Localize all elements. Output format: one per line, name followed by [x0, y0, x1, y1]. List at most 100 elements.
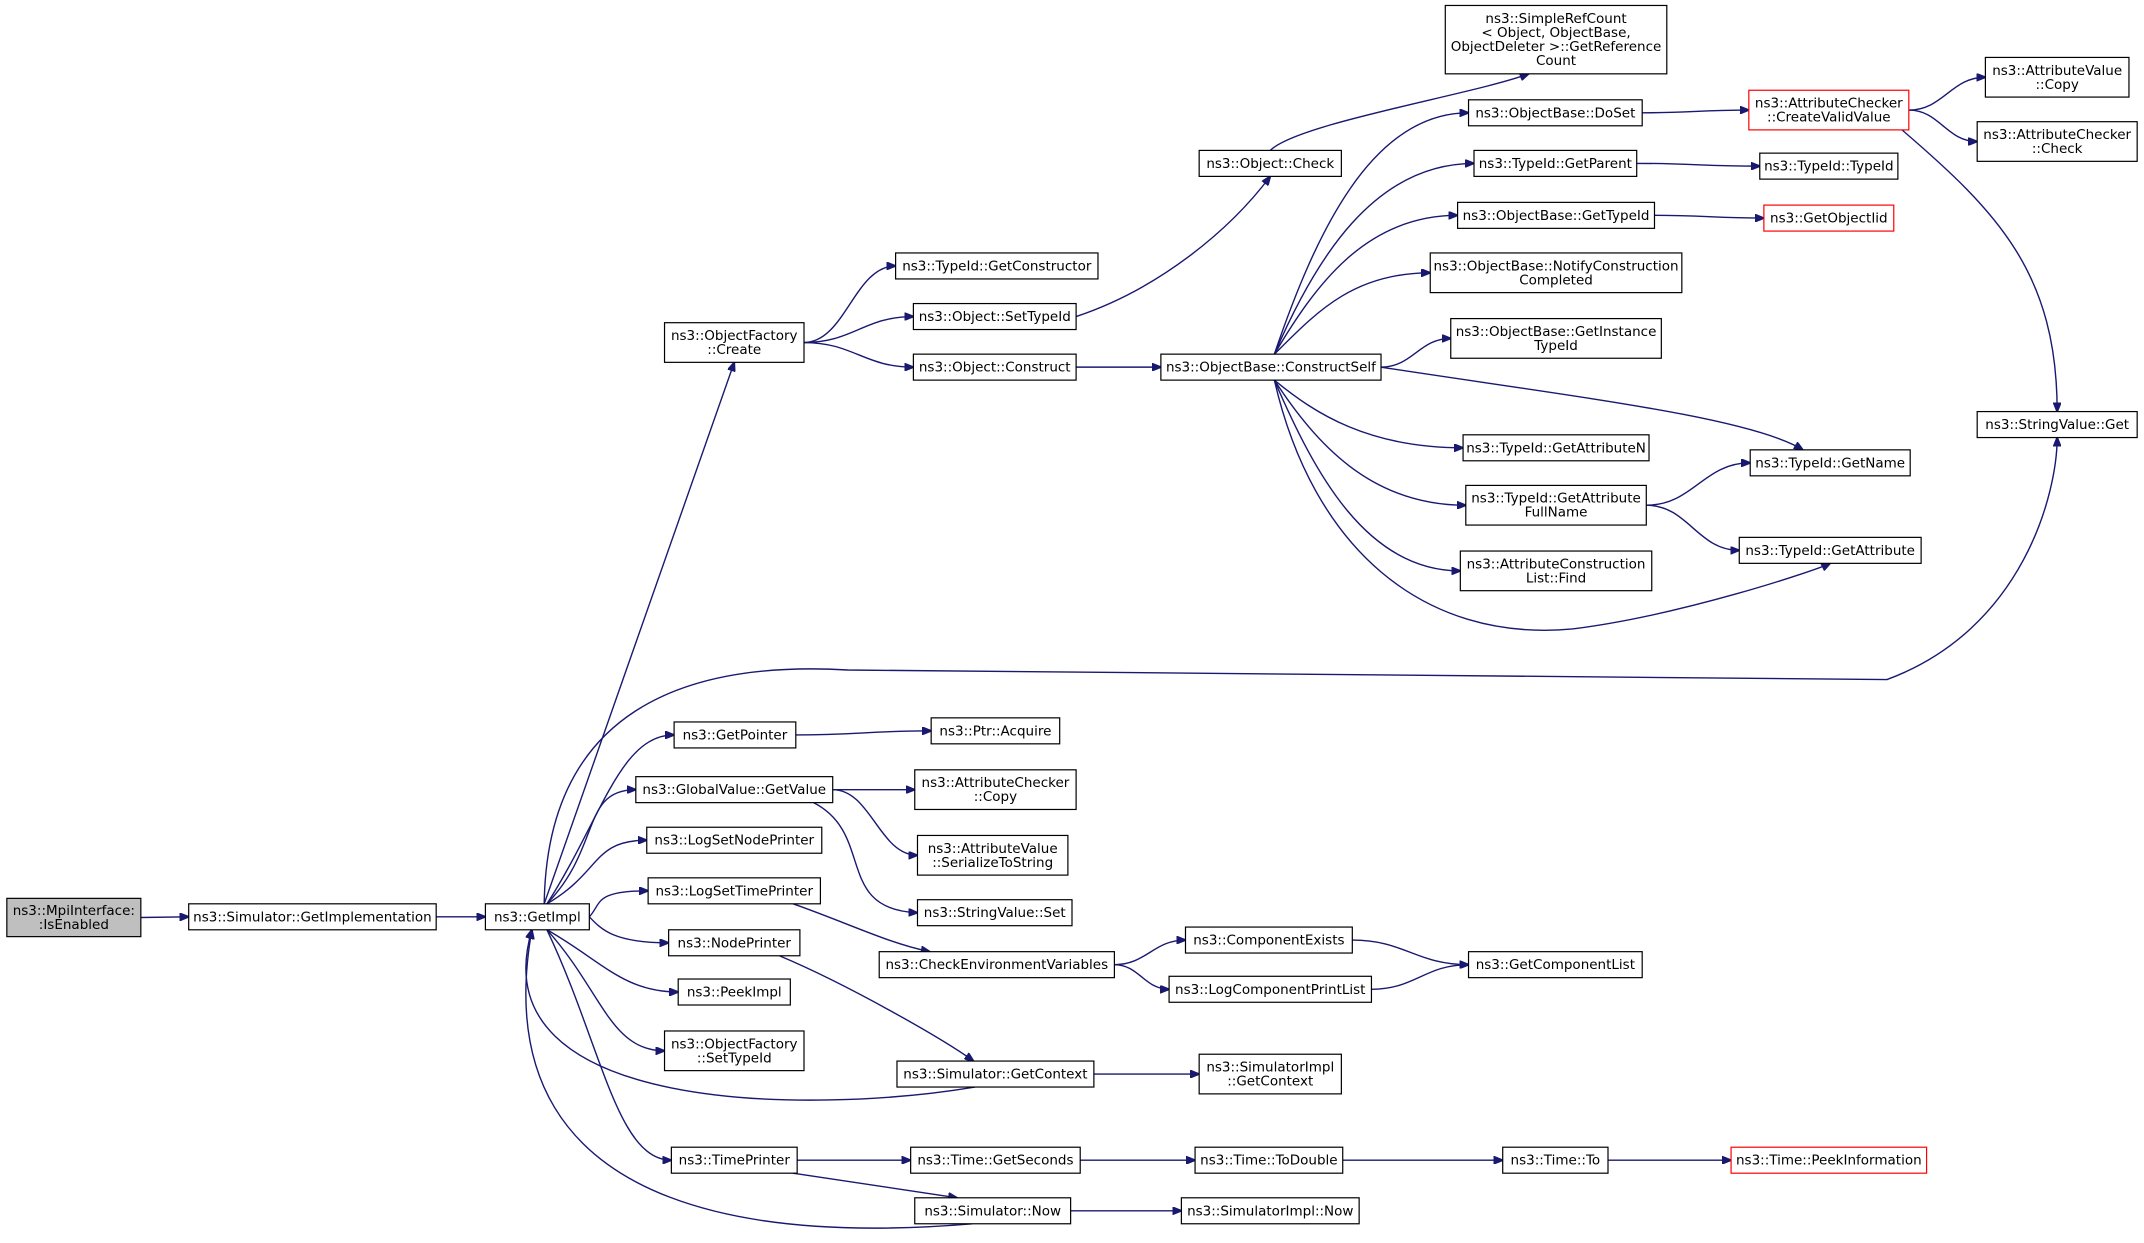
edge-gvgetvalue-to-avserial	[832, 788, 918, 856]
node-label: ::Copy	[2036, 77, 2079, 93]
node-obgettypeid[interactable]: ns3::ObjectBase::GetTypeId	[1456, 201, 1656, 229]
node-getseconds[interactable]: ns3::Time::GetSeconds	[910, 1146, 1081, 1174]
edge-line	[1273, 113, 1468, 355]
node-label: ns3::TypeId::GetConstructor	[902, 258, 1092, 274]
node-peekinfo[interactable]: ns3::Time::PeekInformation	[1730, 1146, 1928, 1174]
edge-line	[1654, 215, 1763, 218]
node-ofcreate[interactable]: ns3::ObjectFactory::Create	[663, 322, 805, 363]
edge-nodeprinter-to-simgetctx	[779, 955, 973, 1061]
edge-constructself-to-getattrfull	[1273, 379, 1465, 505]
node-box	[1194, 1146, 1344, 1174]
node-lognode[interactable]: ns3::LogSetNodePrinter	[646, 826, 823, 854]
node-construct[interactable]: ns3::Object::Construct	[912, 353, 1077, 381]
node-getctor[interactable]: ns3::TypeId::GetConstructor	[895, 252, 1099, 280]
node-label: ns3::Simulator::GetContext	[903, 1067, 1087, 1083]
node-box	[673, 721, 797, 749]
node-timeto[interactable]: ns3::Time::To	[1502, 1146, 1609, 1174]
node-timeprinter[interactable]: ns3::TimePrinter	[670, 1146, 798, 1174]
edge-gvgetvalue-to-svset	[813, 802, 918, 913]
node-getobjectiid[interactable]: ns3::GetObjectIid	[1763, 204, 1895, 232]
node-avserial[interactable]: ns3::AttributeValue::SerializeToString	[916, 834, 1069, 876]
node-label: ns3::TypeId::GetName	[1755, 455, 1905, 471]
edge-line	[779, 955, 973, 1061]
node-label: ns3::Time::ToDouble	[1200, 1153, 1337, 1169]
node-accopy[interactable]: ns3::AttributeChecker::Copy	[914, 769, 1077, 811]
node-box	[1198, 1053, 1342, 1095]
node-box	[484, 903, 590, 931]
node-label: ns3::GetComponentList	[1476, 957, 1635, 973]
edge-settypeid-to-check	[1075, 176, 1270, 318]
node-box	[1160, 353, 1382, 381]
node-label: :IsEnabled	[39, 917, 109, 933]
node-check[interactable]: ns3::Object::Check	[1198, 149, 1342, 177]
edge-createvalid-to-svget	[1901, 129, 2057, 412]
node-box	[914, 1197, 1072, 1225]
edge-timeprinter-to-simnow	[792, 1172, 957, 1198]
edge-getimpl-to-timeprinter	[546, 929, 671, 1160]
node-box	[914, 769, 1077, 811]
edge-getimpl-to-peekimpl	[546, 929, 678, 992]
node-label: FullName	[1525, 505, 1588, 521]
node-svset[interactable]: ns3::StringValue::Set	[916, 899, 1073, 927]
edge-logtime-to-checkenv	[792, 903, 930, 952]
edge-ofcreate-to-settypeid	[803, 317, 913, 344]
node-createvalid[interactable]: ns3::AttributeChecker::CreateValidValue	[1748, 89, 1910, 131]
node-box	[1180, 1197, 1360, 1225]
node-compexists[interactable]: ns3::ComponentExists	[1184, 926, 1353, 954]
node-ofsettypeid[interactable]: ns3::ObjectFactory::SetTypeId	[663, 1030, 805, 1072]
edge-line	[546, 929, 671, 1160]
node-getpointer[interactable]: ns3::GetPointer	[673, 721, 797, 749]
node-label: ns3::Object::Construct	[919, 360, 1071, 376]
node-gvgetvalue[interactable]: ns3::GlobalValue::GetValue	[635, 776, 834, 804]
edge-constructself-to-getattrn	[1273, 379, 1463, 448]
edge-constructself-to-notify	[1273, 273, 1430, 355]
node-box	[1184, 926, 1353, 954]
edge-line	[1371, 965, 1468, 990]
node-doset[interactable]: ns3::ObjectBase::DoSet	[1467, 99, 1643, 127]
node-accheck[interactable]: ns3::AttributeChecker::Check	[1976, 121, 2138, 162]
node-svget[interactable]: ns3::StringValue::Get	[1976, 410, 2138, 439]
node-ptracquire[interactable]: ns3::Ptr::Acquire	[930, 717, 1061, 745]
node-simgetctx[interactable]: ns3::Simulator::GetContext	[896, 1060, 1095, 1088]
node-nodeprinter[interactable]: ns3::NodePrinter	[668, 929, 801, 957]
node-typeidtypeid[interactable]: ns3::TypeId::TypeId	[1759, 152, 1899, 180]
node-logcomplist[interactable]: ns3::LogComponentPrintList	[1168, 975, 1373, 1003]
node-peekimpl[interactable]: ns3::PeekImpl	[677, 978, 791, 1006]
edge-line	[525, 930, 976, 1101]
node-getimpl[interactable]: ns3::GetImpl	[484, 903, 590, 931]
edge-obgettypeid-to-getobjectiid	[1654, 215, 1763, 218]
node-label: ns3::AttributeConstruction	[1467, 556, 1646, 572]
node-notify[interactable]: ns3::ObjectBase::NotifyConstructionCompl…	[1429, 252, 1683, 294]
node-getparent[interactable]: ns3::TypeId::GetParent	[1473, 149, 1638, 177]
node-getattr[interactable]: ns3::TypeId::GetAttribute	[1738, 536, 1922, 564]
node-label: ns3::GetImpl	[494, 909, 581, 925]
node-settypeid[interactable]: ns3::Object::SetTypeId	[912, 302, 1077, 331]
edge-line	[546, 790, 636, 905]
node-getattrn[interactable]: ns3::TypeId::GetAttributeN	[1462, 434, 1650, 462]
node-simgetimpl[interactable]: ns3::Simulator::GetImplementation	[188, 903, 437, 931]
node-box	[895, 252, 1099, 280]
node-getcomplist[interactable]: ns3::GetComponentList	[1467, 951, 1643, 979]
node-refcount[interactable]: ns3::SimpleRefCount< Object, ObjectBase,…	[1444, 4, 1668, 75]
node-getname[interactable]: ns3::TypeId::GetName	[1749, 449, 1911, 477]
node-simimplnow[interactable]: ns3::SimulatorImpl::Now	[1180, 1197, 1360, 1225]
node-label: Count	[1536, 53, 1576, 69]
node-mpi[interactable]: ns3::MpiInterface::IsEnabled	[6, 897, 142, 938]
edge-layer	[140, 74, 2057, 1229]
node-label: ns3::ObjectBase::ConstructSelf	[1166, 360, 1377, 376]
edge-line	[546, 929, 678, 992]
node-box	[1456, 201, 1656, 229]
node-box	[1459, 550, 1653, 592]
node-box	[668, 929, 801, 957]
node-simimplgetctx[interactable]: ns3::SimulatorImpl::GetContext	[1198, 1053, 1342, 1095]
node-box	[1749, 449, 1911, 477]
node-avcopy[interactable]: ns3::AttributeValue::Copy	[1984, 56, 2130, 98]
node-todouble[interactable]: ns3::Time::ToDouble	[1194, 1146, 1344, 1174]
node-simnow[interactable]: ns3::Simulator::Now	[914, 1197, 1072, 1225]
node-logtime[interactable]: ns3::LogSetTimePrinter	[647, 877, 822, 905]
node-checkenv[interactable]: ns3::CheckEnvironmentVariables	[878, 951, 1115, 979]
node-constructself[interactable]: ns3::ObjectBase::ConstructSelf	[1160, 353, 1382, 381]
